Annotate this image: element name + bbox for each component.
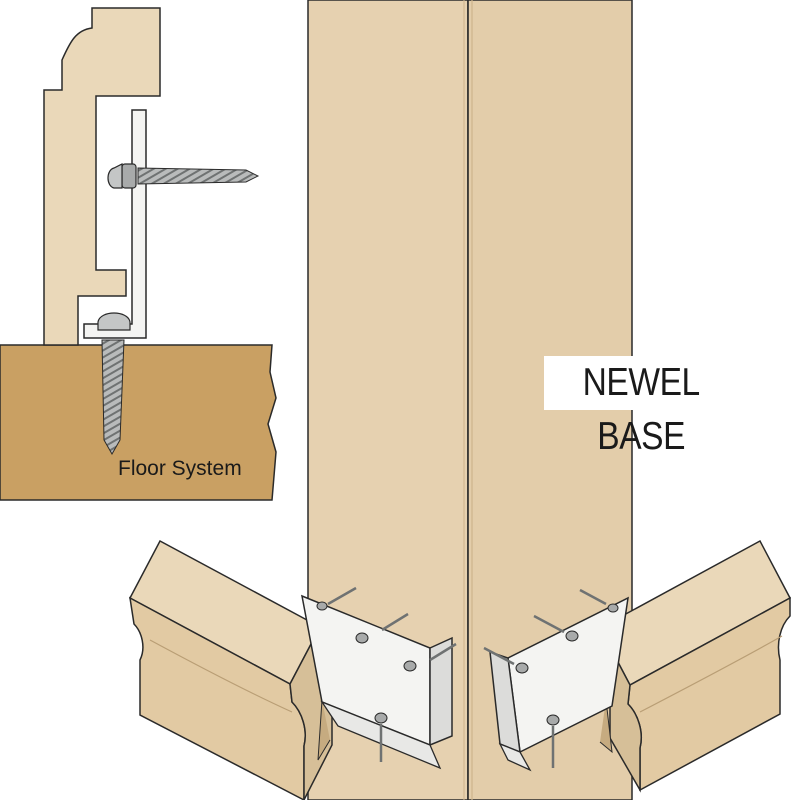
diagram-title: NEWEL BASE (544, 356, 739, 458)
floor-system-label: Floor System (118, 457, 242, 480)
bracket-icon (301, 586, 457, 770)
screw-icon (97, 312, 131, 456)
bracket-icon (83, 109, 147, 339)
newel-post-left-face (307, 0, 469, 800)
bracket-icon (483, 588, 629, 772)
baseboard-profile (43, 7, 161, 346)
inset-cross-section (0, 0, 300, 520)
screw-icon (107, 163, 260, 189)
screw-icon (316, 601, 417, 724)
baseboard-left (128, 539, 335, 800)
screw-icon (515, 603, 619, 726)
floor-block (0, 344, 277, 501)
